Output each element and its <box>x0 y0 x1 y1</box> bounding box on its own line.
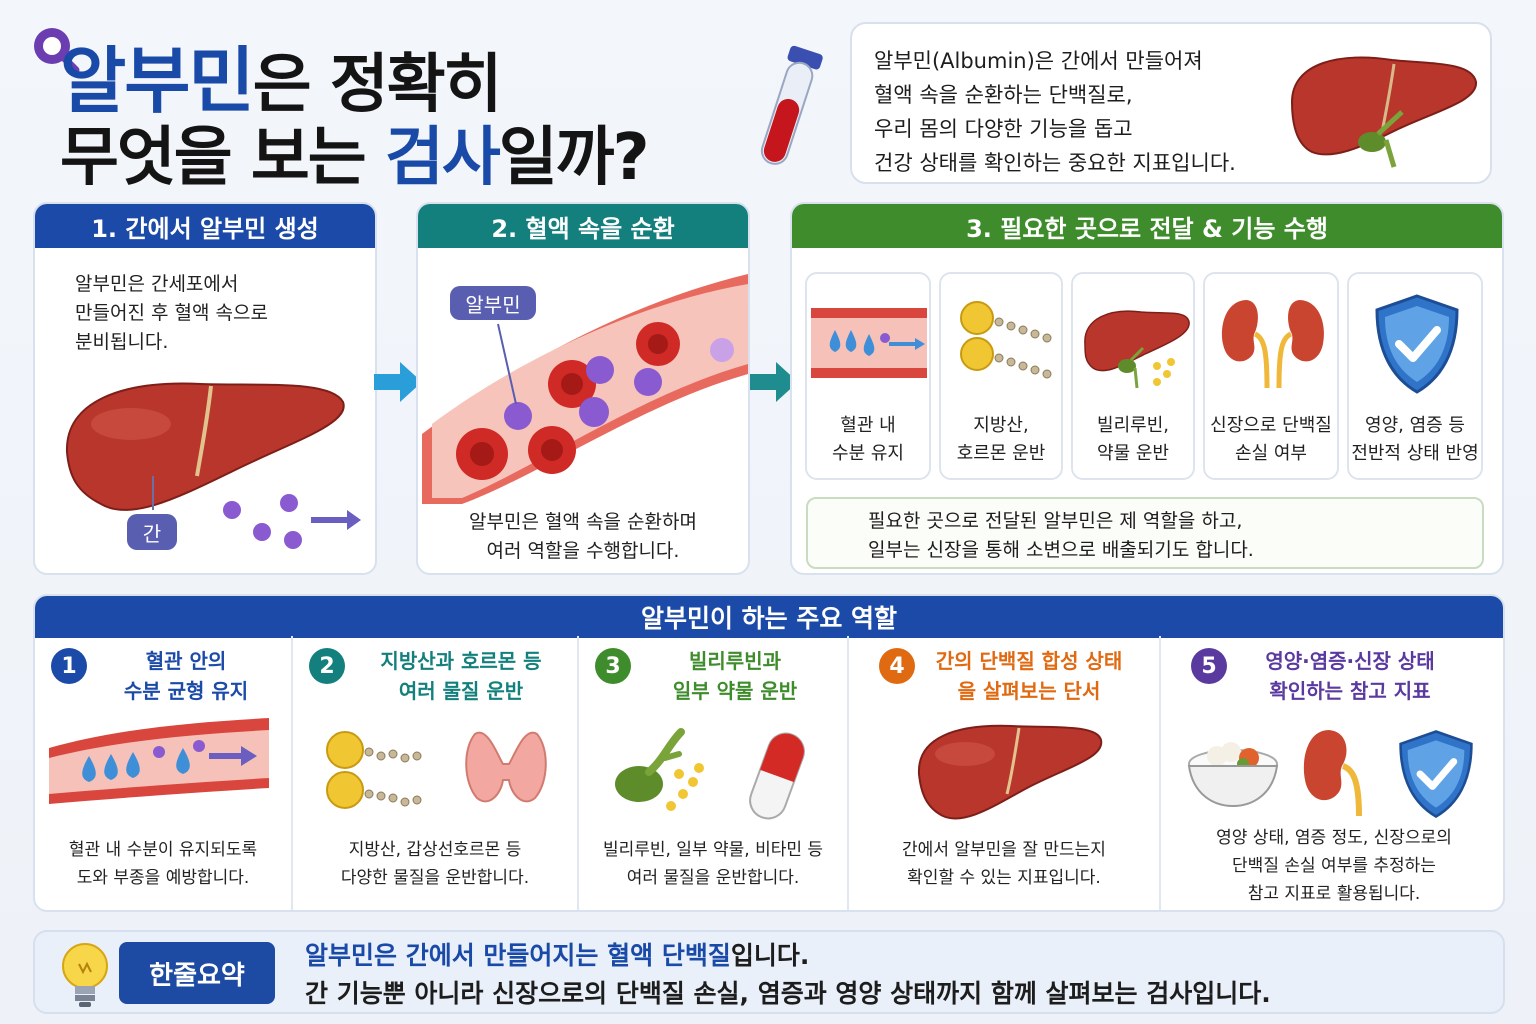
summary-tag: 한줄요약 <box>119 942 275 1004</box>
role-number: 1 <box>51 648 87 684</box>
role-number: 3 <box>595 648 631 684</box>
function-card-bilirubin: 빌리루빈,약물 운반 <box>1071 272 1195 480</box>
step3-title: 3. 필요한 곳으로 전달 & 기능 수행 <box>792 204 1502 248</box>
liver-icon <box>65 382 345 511</box>
albumin-tag: 알부민 <box>450 286 536 320</box>
role-number: 5 <box>1191 648 1227 684</box>
role-number: 2 <box>309 648 345 684</box>
fatty-acid-icon <box>960 301 1052 379</box>
step2-title: 2. 혈액 속을 순환 <box>418 204 748 248</box>
liver-tag: 간 <box>127 514 177 550</box>
blood-vessel-icon <box>49 718 269 804</box>
kidney-icon <box>1303 730 1362 817</box>
liver-gallbladder-icon <box>1290 56 1478 168</box>
albumin-release-icon <box>152 476 361 549</box>
card-label: 빌리루빈,약물 운반 <box>1097 415 1169 464</box>
rice-bowl-icon <box>1187 742 1279 808</box>
liver-icon <box>917 724 1103 820</box>
page-title-line2: 무엇을 보는 검사일까? <box>60 121 650 195</box>
roles-heading: 알부민이 하는 주요 역할 <box>35 596 1503 638</box>
role-number: 4 <box>879 648 915 684</box>
step2-text: 알부민은 혈액 속을 순환하며 여러 역할을 수행합니다. <box>469 511 697 562</box>
step1-title: 1. 간에서 알부민 생성 <box>35 204 375 248</box>
arrow-right-icon <box>374 362 422 402</box>
gallbladder-icon <box>615 728 704 811</box>
arrow-right-icon <box>750 362 798 402</box>
lightbulb-icon <box>62 943 108 1007</box>
blood-vessel-icon <box>422 274 748 504</box>
step1-panel: 1. 간에서 알부민 생성 알부민은 간세포에서 만들어진 후 혈액 속으로 분… <box>33 202 377 575</box>
shield-icon <box>1375 294 1459 394</box>
liver-icon <box>1084 310 1190 389</box>
search-chat-icon <box>34 28 80 74</box>
summary-box: 한줄요약 알부민은 간에서 만들어지는 혈액 단백질입니다. 간 기능뿐 아니라… <box>33 930 1505 1014</box>
summary-line2: 간 기능뿐 아니라 신장으로의 단백질 손실, 염증과 영양 상태까지 함께 살… <box>305 979 1271 1008</box>
intro-text: 알부민(Albumin)은 간에서 만들어져 혈액 속을 순환하는 단백질로, … <box>874 49 1236 175</box>
step2-panel: 2. 혈액 속을 순환 알부민 알부민은 혈액 속을 순환하며 여러 역할을 수… <box>416 202 750 575</box>
pill-icon <box>749 732 805 820</box>
shield-icon <box>1399 730 1473 818</box>
kidney-icon <box>1222 300 1324 389</box>
summary-line1: 알부민은 간에서 만들어지는 혈액 단백질입니다. <box>305 941 810 970</box>
step3-note: 필요한 곳으로 전달된 알부민은 제 역할을 하고, 일부는 신장을 통해 소변… <box>806 497 1484 569</box>
blood-vessel-icon <box>811 308 927 378</box>
step1-text: 알부민은 간세포에서 만들어진 후 혈액 속으로 분비됩니다. <box>75 273 268 353</box>
thyroid-icon <box>465 731 547 803</box>
card-label: 지방산,호르몬 운반 <box>956 415 1046 464</box>
function-card-fatty-acid: 지방산,호르몬 운반 <box>939 272 1063 480</box>
test-tube-icon <box>760 45 823 165</box>
page-title-line1: 알부민은 정확히 <box>60 39 503 123</box>
fatty-acid-icon <box>326 731 422 809</box>
intro-box: 알부민(Albumin)은 간에서 만들어져 혈액 속을 순환하는 단백질로, … <box>850 22 1492 184</box>
